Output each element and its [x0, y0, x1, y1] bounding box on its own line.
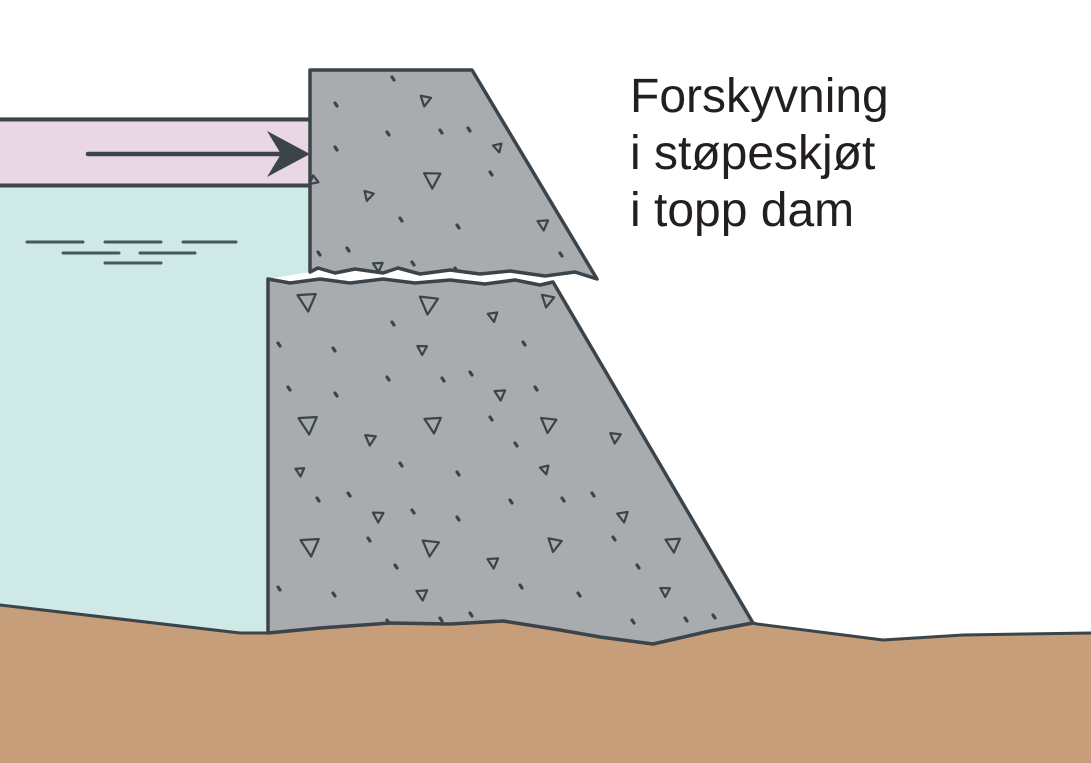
concrete-texture-lower	[276, 294, 717, 625]
reservoir-water	[0, 187, 310, 633]
aggregate-dots-upper	[316, 75, 564, 273]
ice-layer-borders	[0, 117, 310, 188]
ground	[0, 605, 1091, 763]
dam-lower-block-shape	[266, 277, 755, 646]
force-arrow-icon	[85, 131, 310, 177]
dam-upper-block	[307, 68, 599, 281]
dam-upper-block-shape	[308, 68, 599, 281]
caption-line-1: Forskyvning	[630, 70, 889, 123]
caption-line-3: i topp dam	[630, 184, 855, 237]
caption-line-2: i støpeskjøt	[630, 127, 876, 180]
arrow-head	[267, 131, 310, 177]
aggregate-dots-lower	[276, 320, 717, 625]
water-ripples	[25, 240, 238, 265]
caption-text: Forskyvning i støpeskjøt i topp dam	[630, 68, 889, 239]
dam-lower-block	[266, 277, 755, 646]
concrete-texture-upper	[307, 75, 564, 273]
